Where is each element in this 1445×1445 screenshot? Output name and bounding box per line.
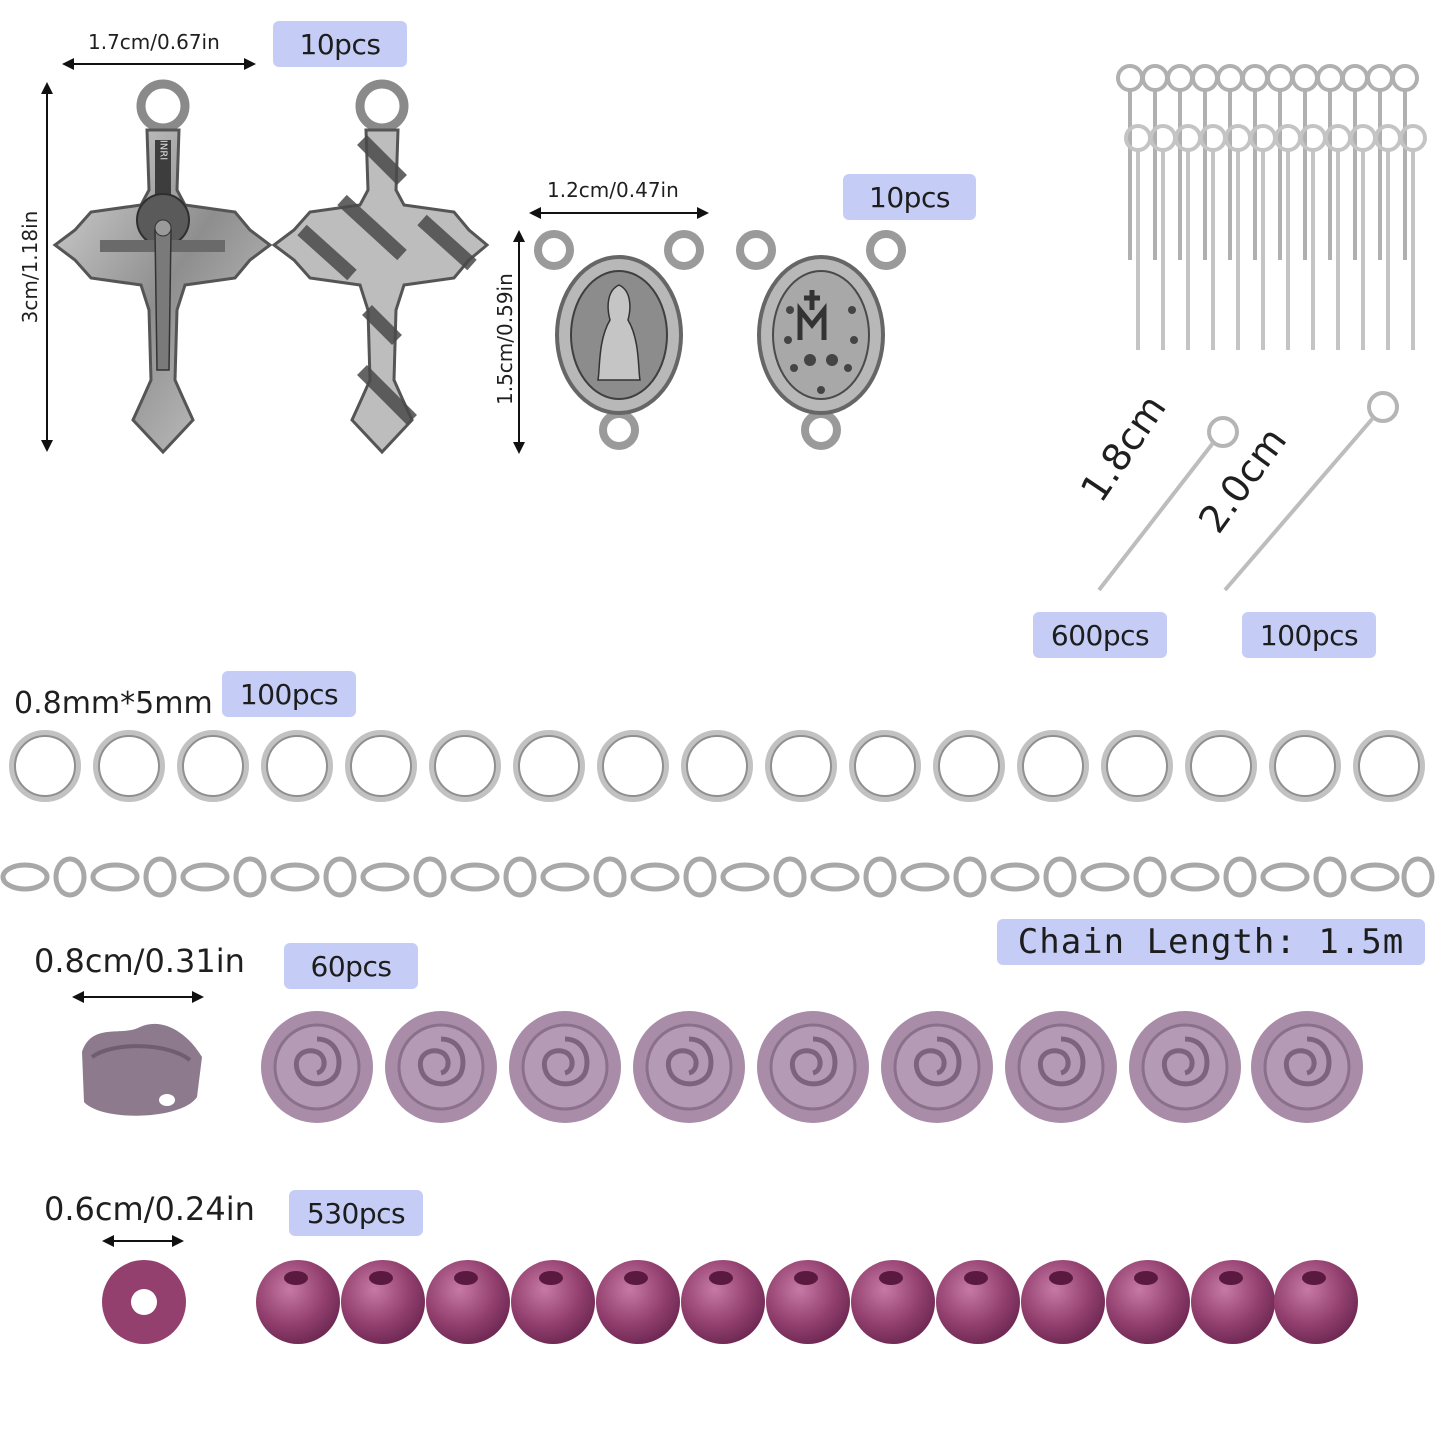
centerpiece-front-image bbox=[534, 230, 704, 450]
eye-pin-short-qty-badge: 600pcs bbox=[1033, 612, 1167, 658]
centerpiece-height-arrow bbox=[513, 230, 525, 454]
rose-bead bbox=[633, 1011, 745, 1123]
chain-length-badge: Chain Length: 1.5m bbox=[997, 919, 1425, 965]
rose-bead bbox=[757, 1011, 869, 1123]
jump-ring bbox=[261, 730, 333, 802]
rose-bead bbox=[1251, 1011, 1363, 1123]
crucifix-front-image: INRI bbox=[52, 79, 273, 455]
jump-ring bbox=[513, 730, 585, 802]
rose-bead bbox=[1129, 1011, 1241, 1123]
crucifix-height-arrow bbox=[41, 82, 53, 452]
jump-ring bbox=[597, 730, 669, 802]
jump-ring bbox=[849, 730, 921, 802]
rose-bead-width-arrow bbox=[72, 991, 204, 1003]
pearl-bead bbox=[851, 1260, 935, 1344]
pearl-bead-size-label: 0.6cm/0.24in bbox=[44, 1190, 255, 1228]
centerpiece-qty-badge: 10pcs bbox=[843, 174, 976, 220]
crucifix-width-label: 1.7cm/0.67in bbox=[88, 30, 220, 54]
rose-bead-size-label: 0.8cm/0.31in bbox=[34, 942, 245, 980]
inri-plaque: INRI bbox=[158, 140, 169, 160]
jump-rings-row-image bbox=[9, 730, 1425, 802]
jump-ring bbox=[1101, 730, 1173, 802]
pearl-bead bbox=[1021, 1260, 1105, 1344]
jump-ring bbox=[933, 730, 1005, 802]
jump-ring bbox=[1185, 730, 1257, 802]
pearl-bead bbox=[511, 1260, 595, 1344]
pearl-bead bbox=[1106, 1260, 1190, 1344]
centerpiece-height-label: 1.5cm/0.59in bbox=[493, 273, 517, 405]
jump-ring bbox=[765, 730, 837, 802]
eye-pin-long-qty-badge: 100pcs bbox=[1242, 612, 1376, 658]
rose-bead-qty-badge: 60pcs bbox=[284, 943, 418, 989]
pearl-bead bbox=[681, 1260, 765, 1344]
eye-pin-short-image bbox=[1097, 416, 1239, 592]
jump-ring bbox=[681, 730, 753, 802]
chain-image bbox=[0, 856, 1435, 898]
jump-ring bbox=[345, 730, 417, 802]
rose-beads-row-image bbox=[255, 1005, 1370, 1130]
pearl-bead-width-arrow bbox=[102, 1235, 184, 1247]
centerpiece-width-arrow bbox=[529, 207, 709, 219]
rose-bead bbox=[261, 1011, 373, 1123]
eye-pin-long-image bbox=[1223, 391, 1399, 592]
pearl-bead-hole-image bbox=[102, 1260, 186, 1344]
eye-pins-bundle-image bbox=[1116, 64, 1427, 350]
pearl-bead bbox=[596, 1260, 680, 1344]
crucifix-back-image bbox=[271, 79, 490, 455]
pearl-bead bbox=[1274, 1260, 1358, 1344]
pearl-bead bbox=[766, 1260, 850, 1344]
jump-ring-qty-badge: 100pcs bbox=[222, 671, 356, 717]
pearl-bead bbox=[1191, 1260, 1275, 1344]
centerpiece-back-image bbox=[736, 230, 906, 450]
pearl-beads-row-image bbox=[256, 1260, 1358, 1344]
pearl-bead bbox=[936, 1260, 1020, 1344]
jump-ring bbox=[177, 730, 249, 802]
pearl-bead-qty-badge: 530pcs bbox=[289, 1190, 423, 1236]
pearl-bead bbox=[256, 1260, 340, 1344]
rose-bead-side-image bbox=[82, 1023, 202, 1116]
jump-ring bbox=[93, 730, 165, 802]
rose-bead bbox=[509, 1011, 621, 1123]
jump-ring bbox=[1017, 730, 1089, 802]
rose-bead bbox=[385, 1011, 497, 1123]
crucifix-height-label: 3cm/1.18in bbox=[18, 210, 42, 324]
jump-ring bbox=[429, 730, 501, 802]
jump-ring bbox=[1269, 730, 1341, 802]
crucifix-qty-badge: 10pcs bbox=[273, 21, 407, 67]
crucifix-width-arrow bbox=[62, 58, 256, 70]
pearl-bead bbox=[426, 1260, 510, 1344]
rose-bead bbox=[881, 1011, 993, 1123]
jump-ring bbox=[1353, 730, 1425, 802]
centerpiece-width-label: 1.2cm/0.47in bbox=[547, 178, 679, 202]
pearl-bead bbox=[341, 1260, 425, 1344]
jump-ring-size-label: 0.8mm*5mm bbox=[14, 686, 213, 721]
jump-ring bbox=[9, 730, 81, 802]
rose-bead bbox=[1005, 1011, 1117, 1123]
